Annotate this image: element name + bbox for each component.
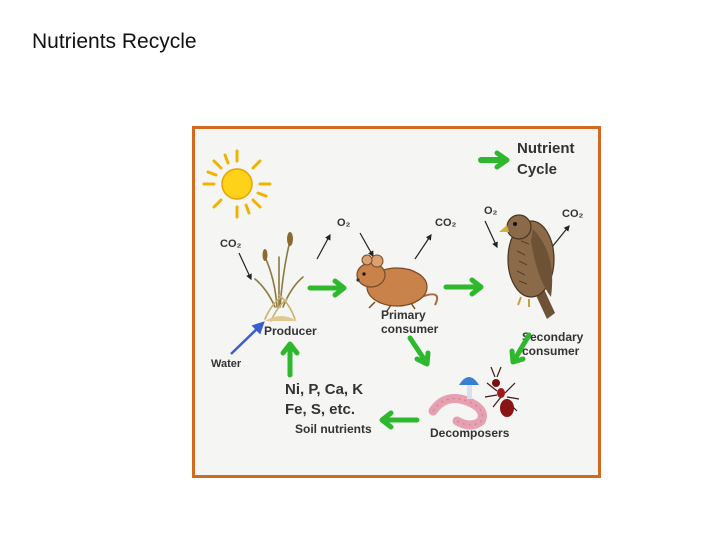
ant-icon [485,367,519,417]
primary-consumer-label-line1: Primary [381,308,426,322]
o2-label-producer: O₂ [337,217,351,229]
water-label: Water [211,358,242,370]
co2-label-secondary: CO₂ [562,208,584,220]
arrow-producer-to-primary [310,281,344,295]
soil-nutrients-line2: Fe, S, etc. [285,401,355,418]
slide-title: Nutrients Recycle [32,30,197,54]
arrow-soil-to-producer [283,344,297,375]
soil-nutrients-line1: Ni, P, Ca, K [285,381,363,398]
worm-icon [433,399,482,425]
o2-label-secondary: O₂ [484,205,498,217]
soil-nutrients-label: Soil nutrients [295,422,372,436]
decomposers-label: Decomposers [430,426,510,440]
hawk-icon [499,215,555,319]
co2-label-primary: CO₂ [435,217,457,229]
secondary-consumer-label-line2: consumer [522,344,580,358]
arrow-decomposers-to-soil [382,413,417,427]
legend-arrow [481,153,507,167]
legend-title-line2: Cycle [517,161,557,178]
arrow-primary-to-decomposers [410,338,428,364]
legend-title-line1: Nutrient [517,140,575,157]
co2-label-producer: CO₂ [220,238,242,250]
arrow-primary-to-secondary [446,280,481,294]
grass-icon [255,232,303,321]
primary-consumer-label-line2: consumer [381,322,439,336]
mouse-icon [356,255,437,311]
nutrient-cycle-diagram: Nutrient Cycle CO₂ O₂ CO₂ O₂ CO₂ [192,126,601,478]
producer-label: Producer [264,324,317,338]
sun-icon [204,151,270,217]
secondary-consumer-label-line1: Secondary [522,330,584,344]
water-arrow [231,323,263,354]
